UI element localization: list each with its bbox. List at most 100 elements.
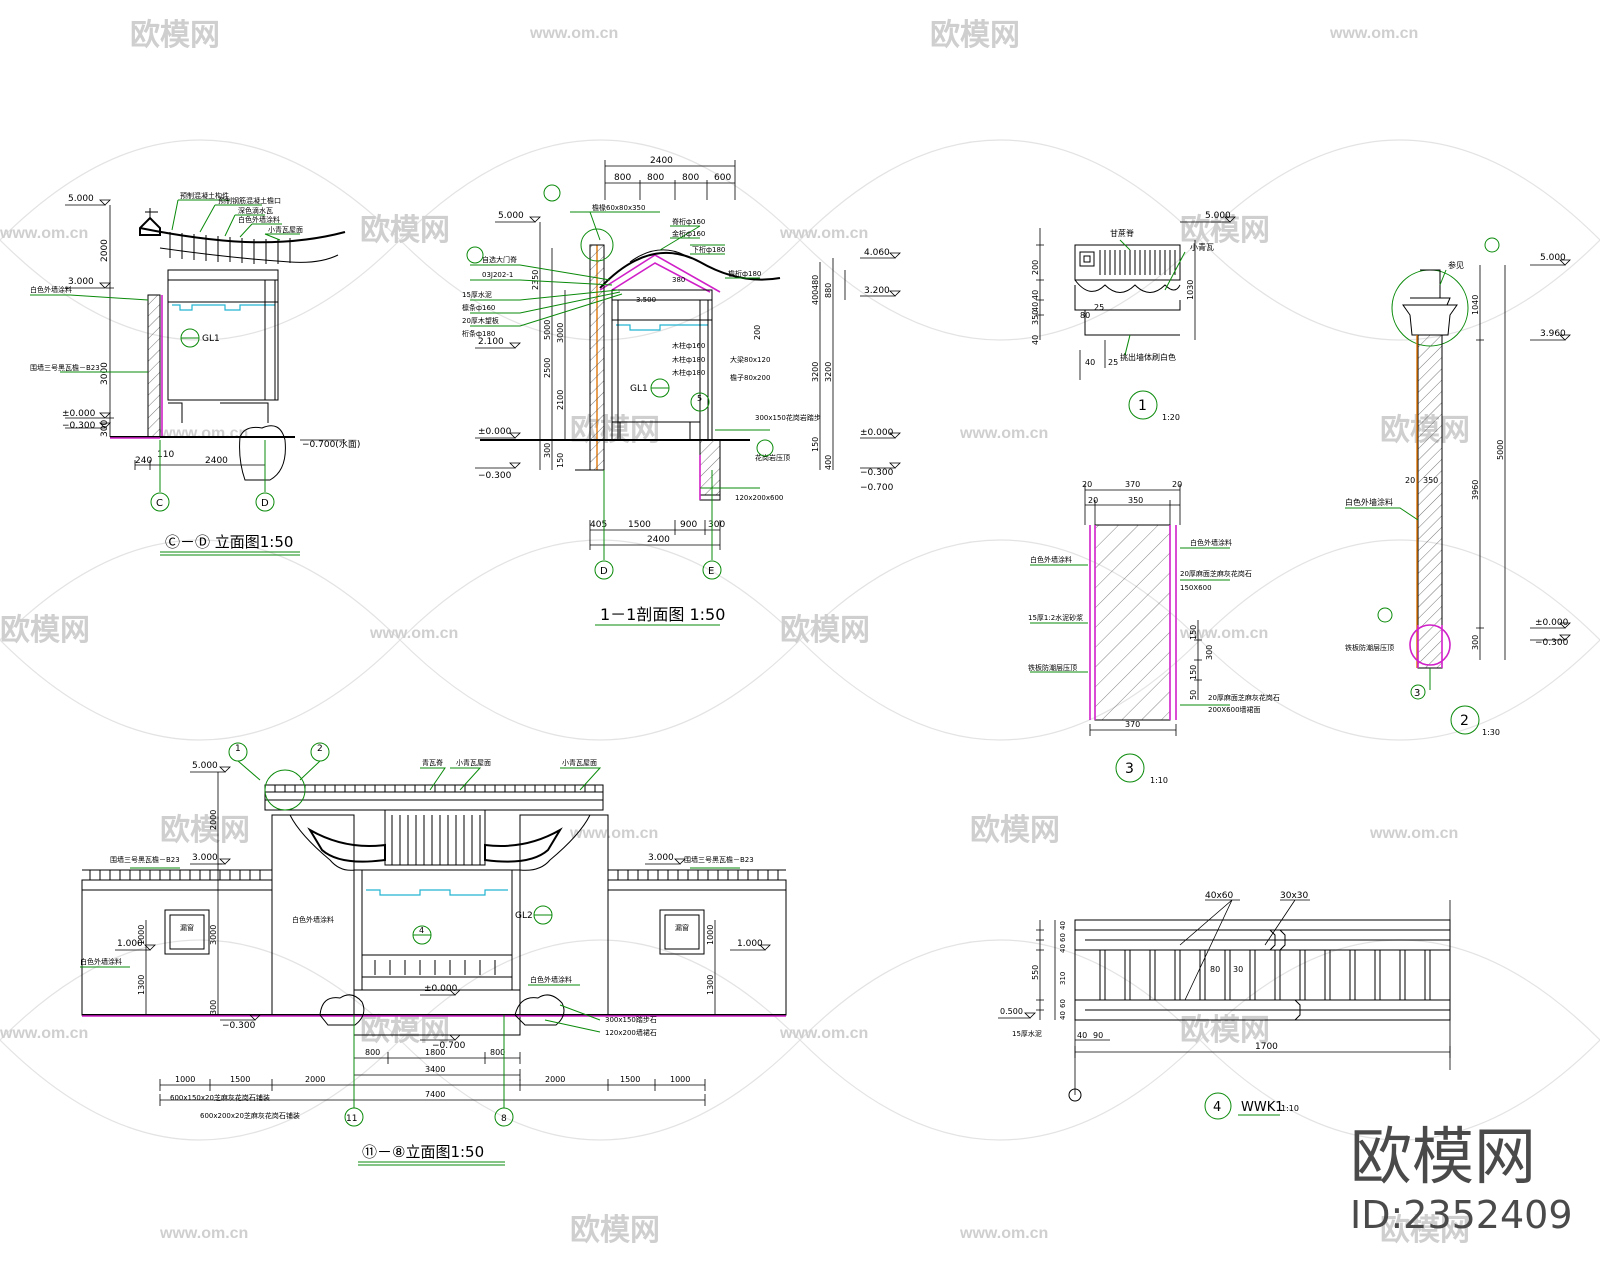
dim-text: 40 bbox=[1077, 1031, 1087, 1040]
note-text: 3.500 bbox=[636, 296, 656, 304]
finish-left bbox=[1089, 525, 1096, 720]
columns bbox=[617, 300, 709, 440]
detail-callout-circle bbox=[580, 228, 614, 262]
gate-eave-left bbox=[307, 827, 386, 863]
dim-text: 350 bbox=[1031, 310, 1040, 325]
note-text: 白色外墙涂料 bbox=[238, 215, 280, 224]
dim-text: 3200 bbox=[824, 362, 833, 382]
level-label: ±0.000 bbox=[478, 427, 512, 437]
note-text: 木柱ф180 bbox=[672, 355, 705, 364]
dim-text: 20 bbox=[1082, 480, 1092, 489]
left-leader-notes: 自选大门脊 03J202-1 15厚水泥 檩条ф160 20厚木望板 桁条ф18… bbox=[462, 184, 660, 338]
watermark-brand: 欧模网 bbox=[160, 814, 250, 847]
axis-label: 8 bbox=[501, 1114, 507, 1124]
dim-text: 2400 bbox=[205, 456, 228, 466]
note-text: 预制钢筋混凝土檐口 bbox=[218, 196, 281, 205]
dim-text: 900 bbox=[680, 520, 697, 530]
dim-text: 2400 bbox=[647, 535, 670, 545]
note-text: 白色外墙涂料 bbox=[1030, 555, 1072, 564]
leader-notes: 青瓦脊 小青瓦屋面 小青瓦屋面 围墙三号黑瓦檐－B23 围墙三号黑瓦檐－B23 … bbox=[80, 758, 754, 1037]
watermark-brand: 欧模网 bbox=[970, 814, 1060, 847]
note-text: 金桁ф160 bbox=[672, 229, 705, 238]
level-mark bbox=[1180, 216, 1236, 223]
dim-text: 800 bbox=[614, 173, 631, 183]
note-text: 围墙三号黑瓦檐－B23 bbox=[110, 855, 180, 864]
lattice-hanging bbox=[172, 304, 275, 311]
top-dims bbox=[1084, 484, 1181, 525]
level-label: ±0.000 bbox=[424, 984, 458, 994]
note-text: 预制混凝土构件 bbox=[180, 191, 229, 200]
dim-text: 1300 bbox=[137, 975, 146, 995]
detail-name: WWK1 bbox=[1241, 1100, 1284, 1115]
right-post bbox=[264, 280, 276, 400]
vertical-dims-right bbox=[819, 258, 846, 470]
rockery-right bbox=[514, 994, 565, 1026]
roof-gable bbox=[599, 254, 721, 293]
watermark-url: www.om.cn bbox=[0, 225, 88, 242]
callout-label: 2 bbox=[317, 744, 323, 754]
watermark-url: www.om.cn bbox=[1329, 25, 1418, 42]
note-text: 青瓦脊 bbox=[422, 758, 443, 767]
note-text: 200X600墙裙面 bbox=[1208, 705, 1261, 714]
dim-text: 310 bbox=[1059, 972, 1067, 985]
note-text: 白色外墙涂料 bbox=[80, 957, 122, 966]
dim-text: 1040 bbox=[1471, 295, 1480, 315]
axis-bubble bbox=[702, 560, 722, 580]
detail-tag-circle bbox=[690, 392, 710, 412]
note-text: 15厚水泥 bbox=[462, 290, 492, 299]
dim-text: 400 bbox=[811, 290, 820, 305]
note-text: 自选大门脊 bbox=[482, 255, 517, 264]
level-label: 3.000 bbox=[192, 853, 218, 863]
left-wall bbox=[81, 879, 273, 1016]
dim-text: 3000 bbox=[209, 925, 218, 945]
gate-roof-tile-lines bbox=[391, 815, 481, 865]
ridge-lines bbox=[1099, 250, 1176, 275]
level-label: 5.000 bbox=[192, 761, 218, 771]
detail-label-circle bbox=[1115, 753, 1145, 783]
dim-text: 800 bbox=[682, 173, 699, 183]
bench bbox=[612, 421, 700, 440]
note-text: 围墙三号黑瓦檐－B23 bbox=[684, 855, 754, 864]
dim-text: 80 bbox=[1210, 965, 1220, 974]
level-label: −0.700 bbox=[860, 483, 894, 493]
dim-text: 2000 bbox=[545, 1075, 565, 1084]
note-text: 甘蔗脊 bbox=[1110, 228, 1134, 238]
level-label: 0.500 bbox=[1000, 1007, 1023, 1016]
detail-scale: 1:30 bbox=[1482, 728, 1500, 737]
level-label: 5.000 bbox=[1540, 253, 1566, 263]
dim-text: 240 bbox=[135, 456, 152, 466]
dim-text: 110 bbox=[157, 450, 174, 460]
gate-railing-balusters bbox=[374, 960, 496, 975]
watermark-url: www.om.cn bbox=[779, 225, 868, 242]
watermark-url: www.om.cn bbox=[159, 425, 248, 442]
note-text: 120x200x600 bbox=[735, 494, 783, 502]
front-elevation-drawing: 漏窗 漏窗 1 2 bbox=[80, 742, 787, 1166]
vertical-dim-line bbox=[106, 205, 114, 437]
ornament bbox=[1269, 929, 1301, 1021]
watermark-brand: 欧模网 bbox=[570, 414, 660, 447]
dim-text: 40 bbox=[1031, 290, 1040, 300]
dim-text: 60 bbox=[1059, 933, 1067, 942]
ridge-block bbox=[1074, 244, 1181, 281]
watermark-url: www.om.cn bbox=[569, 825, 658, 842]
gate-lattice-hanging bbox=[366, 889, 508, 896]
gate-posts bbox=[361, 870, 513, 990]
note-text: 木柱ф160 bbox=[672, 341, 705, 350]
note-text: 120x200墙裙石 bbox=[605, 1028, 657, 1037]
axis-bubble bbox=[255, 492, 275, 512]
level-label: 3.000 bbox=[68, 277, 94, 287]
note-text: 深色滴水瓦 bbox=[238, 206, 273, 215]
dim-text: 1800 bbox=[425, 1048, 445, 1057]
ridge-tiles bbox=[274, 785, 596, 792]
leader-notes: 白色外墙涂料 白色外墙涂料 20厚麻面芝麻灰花岗石 150X600 15厚1:2… bbox=[1028, 538, 1280, 714]
note-text: 20厚木望板 bbox=[462, 316, 499, 325]
right-dims bbox=[1194, 620, 1202, 700]
note-text: 脊桁ф160 bbox=[672, 217, 705, 226]
watermark-brand: 欧模网 bbox=[930, 19, 1020, 52]
cap-profile bbox=[1402, 269, 1458, 336]
level-label: ±0.000 bbox=[1535, 618, 1569, 628]
wall-section-outline bbox=[1094, 524, 1171, 721]
axis-label: E bbox=[708, 566, 714, 577]
dim-text: 350 bbox=[1128, 496, 1143, 505]
note-text: 300x150踏步石 bbox=[605, 1015, 657, 1024]
